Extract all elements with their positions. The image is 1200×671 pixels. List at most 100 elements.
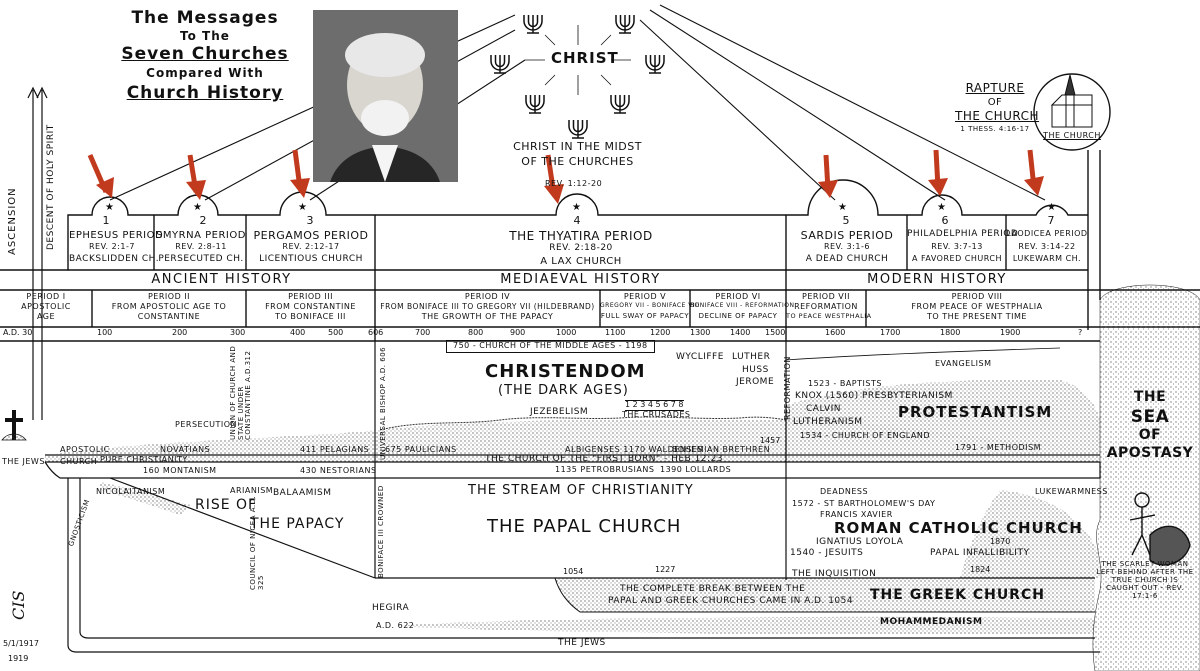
wycliffe-label: Wycliffe [676, 352, 724, 362]
era-ancient: Ancient History [151, 272, 292, 287]
period-7-name: Period VII [802, 292, 850, 301]
svg-text:★: ★ [1047, 202, 1056, 213]
middle-ages-box: 750 - Church Of The Middle Ages - 1198 [446, 340, 655, 353]
title-line-3: Seven Churches [121, 44, 289, 64]
islam-band [395, 616, 1095, 635]
church-2-ref: Rev. 2:8-11 [175, 242, 227, 251]
rapture-line-2: Of [987, 97, 1003, 108]
year-tick: 100 [97, 328, 113, 337]
rapture-line-3: The Church [955, 109, 1040, 123]
period-7-desc2: To Peace Westphalia [786, 312, 872, 320]
year-1457-label: 1457 [760, 436, 781, 445]
church-5-ref: Rev. 3:1-6 [824, 242, 870, 251]
svg-text:★: ★ [838, 202, 847, 213]
roman-catholic-label: Roman Catholic Church [834, 519, 1083, 537]
year-tick: 700 [415, 328, 431, 337]
greek-break-line-2: Papal And Greek Churches Came In A.D. 10… [608, 596, 854, 606]
huss-label: Huss [742, 365, 769, 375]
petrobrusians-label: 1135 Petrobrusians [555, 465, 655, 474]
title-line-5: Church History [126, 83, 284, 103]
church-7-num: 7 [1047, 214, 1055, 227]
union-label: Union Of Church And State Under Constant… [229, 345, 253, 440]
church-5-num: 5 [842, 214, 850, 227]
descent-label: Descent Of Holy Spirit [46, 124, 56, 250]
bohemian-label: Bohemian Brethren [672, 445, 771, 454]
sea-line-4: Apostasy [1106, 445, 1194, 461]
deadness-label: Deadness [820, 487, 869, 496]
year-tick: 300 [230, 328, 246, 337]
year-1824-label: 1824 [970, 565, 991, 574]
the-jews-left-label: The Jews [2, 457, 45, 466]
signature-date: 5/1/1917 [3, 639, 39, 648]
period-3-name: Period III [288, 292, 333, 301]
scarlet-woman-caption: The Scarlet Woman Left Behind After The … [1096, 560, 1194, 601]
rise-papacy-line-2: The Papacy [250, 516, 345, 532]
church-3-name: Pergamos Period [253, 229, 369, 242]
era-mediaeval: Mediaeval History [500, 272, 661, 287]
signature-year: 1919 [8, 654, 29, 663]
year-1870-label: 1870 [990, 537, 1011, 546]
year-tick: 606 [368, 328, 384, 337]
church-3-ref: Rev. 2:12-17 [282, 242, 340, 251]
church-5-name: Sardis Period [800, 229, 894, 242]
jerome-label: Jerome [736, 377, 775, 387]
year-tick: 200 [172, 328, 188, 337]
year-tick: 1700 [880, 328, 901, 337]
hegira-label: Hegira [372, 603, 410, 613]
year-tick: 1100 [605, 328, 626, 337]
period-1-desc1: Apostolic [21, 302, 71, 311]
period-table [0, 179, 1200, 342]
red-arrows [87, 149, 1044, 204]
period-6-name: Period VI [715, 292, 761, 301]
church-4-name: The Thyatira Period [509, 229, 653, 243]
period-2-name: Period II [147, 292, 190, 301]
church-left-label: Church [60, 457, 98, 466]
lukewarmness-label: Lukewarmness [1035, 487, 1108, 496]
church-4-num: 4 [573, 214, 581, 227]
period-5-desc1: Gregory VII - Boniface VIII [600, 302, 700, 309]
the-jews-bottom-label: The Jews [558, 638, 606, 648]
nestorians-label: 430 Nestorians [300, 466, 377, 475]
novatians-label: Novatians [160, 445, 211, 454]
montanism-label: 160 Montanism [143, 466, 217, 475]
period-5-name: Period V [623, 292, 667, 301]
loyola-label: Ignatius Loyola [816, 537, 904, 547]
year-tick: 1000 [556, 328, 577, 337]
portrait-photo [313, 10, 458, 182]
ascension-lines [27, 86, 48, 420]
year-tick: 500 [328, 328, 344, 337]
nicolaitanism-label: Nicolaitanism [96, 487, 166, 496]
greek-church-label: The Greek Church [870, 587, 1045, 603]
svg-text:★: ★ [105, 202, 114, 213]
council-nicea-label: Council Of Nicea A.D. 325 [249, 495, 265, 590]
firstborn-label: The Church Of The "First Born" - Heb 12:… [485, 454, 724, 464]
methodism-label: 1791 - Methodism [955, 443, 1041, 452]
stream-christianity-label: The Stream Of Christianity [468, 483, 694, 498]
balaamism-label: Balaamism [273, 488, 332, 498]
sea-line-2: Sea [1130, 407, 1170, 427]
lampstands [490, 15, 665, 139]
inquisition-label: The Inquisition [792, 569, 877, 579]
year-tick: 1900 [1000, 328, 1021, 337]
xavier-label: Francis Xavier [820, 510, 893, 519]
apostolic-label: Apostolic [60, 445, 110, 454]
year-tick: 1300 [690, 328, 711, 337]
church-2-desc: Persecuted Ch. [158, 254, 244, 264]
period-6-desc1: Boniface VIII - Reformation [690, 302, 795, 309]
greek-band [555, 578, 1095, 612]
period-4-name: Period IV [464, 292, 511, 301]
protestant-band [786, 379, 1100, 450]
crusades-label: The Crusades [622, 410, 691, 419]
period-5-desc2: Full Sway Of Papacy [600, 312, 690, 320]
period-4-desc1: From Boniface III To Gregory VII (Hildeb… [380, 302, 595, 311]
christendom-title: Christendom [485, 361, 646, 382]
year-tick: 1400 [730, 328, 751, 337]
lutheranism-label: Lutheranism [793, 417, 863, 427]
year-tick: 1800 [940, 328, 961, 337]
title-line-2: To The [180, 29, 230, 43]
pelagians-label: 411 Pelagians [300, 445, 370, 454]
church-building-label: The Church [1043, 131, 1101, 140]
church-3-desc: Licentious Church [259, 254, 363, 264]
church-4-ref: Rev. 2:18-20 [549, 243, 613, 253]
church-6-desc: A Favored Church [911, 254, 1002, 263]
